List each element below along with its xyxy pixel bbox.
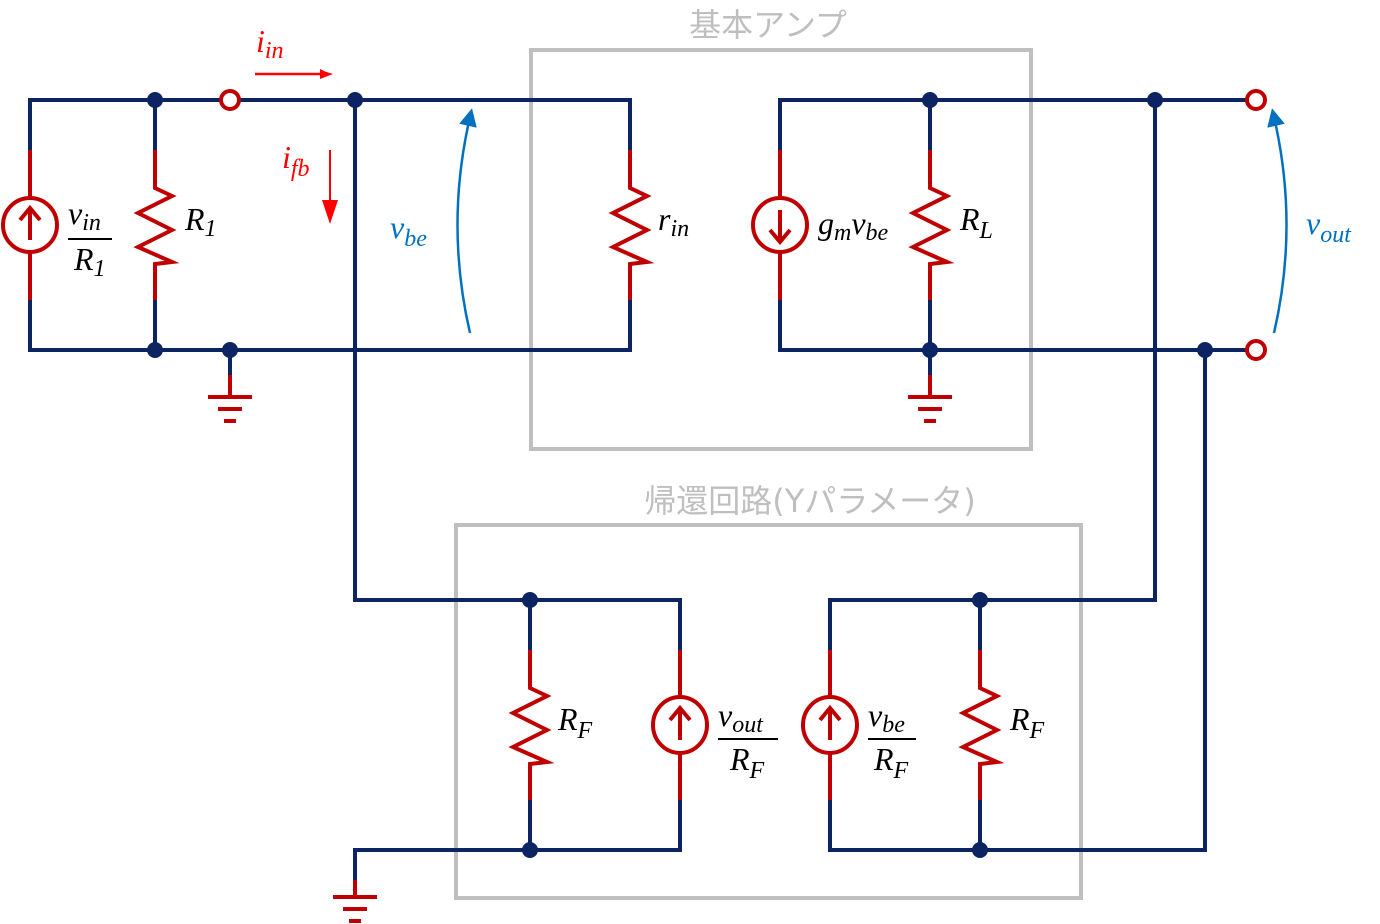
label-v-out: vout: [1306, 205, 1352, 248]
v-be-arrow-icon: [456, 108, 477, 334]
output-terminal-top: [1245, 89, 1267, 111]
label-RF-left: RF: [557, 701, 593, 744]
svg-text:vin: vin: [68, 195, 101, 236]
label-RL: RL: [959, 201, 993, 244]
resistor-RF-left: [508, 650, 555, 800]
label-vin-over-R1: vin R1: [68, 195, 112, 282]
feedback-label: 帰還回路(Yパラメータ): [644, 482, 976, 520]
svg-text:RF: RF: [873, 741, 909, 784]
resistor-rin: [608, 150, 655, 300]
resistor-RF-right: [958, 650, 1005, 800]
current-source-gm-icon: [751, 150, 809, 300]
resistor-R1: [133, 150, 180, 300]
label-gm-vbe: gmvbe: [818, 205, 889, 246]
svg-text:R1: R1: [73, 241, 106, 282]
ground-icon: [208, 375, 252, 423]
junction-dots: [147, 92, 1213, 858]
svg-text:vbe: vbe: [868, 697, 905, 738]
basic-amp-box: [529, 48, 1033, 451]
ground-icon: [333, 880, 377, 923]
ground-icon: [908, 375, 952, 423]
label-i-in: iin: [256, 23, 284, 64]
input-terminal: [219, 89, 241, 111]
svg-text:vout: vout: [718, 697, 764, 738]
resistor-RL: [908, 150, 955, 300]
current-source-vbe-icon: [801, 650, 859, 800]
wires: [28, 98, 1247, 897]
output-terminal-bottom: [1245, 339, 1267, 361]
label-i-fb: ifb: [282, 139, 310, 182]
v-out-arrow-icon: [1267, 108, 1288, 334]
label-RF-right: RF: [1009, 701, 1045, 744]
label-v-be: vbe: [390, 209, 427, 252]
label-R1: R1: [184, 201, 217, 242]
feedback-box: [454, 523, 1083, 900]
svg-text:RF: RF: [729, 741, 765, 784]
basic-amp-label: 基本アンプ: [689, 6, 847, 44]
label-vbe-over-RF: vbe RF: [868, 697, 916, 784]
label-vout-over-RF: vout RF: [718, 697, 778, 784]
current-source-vin-icon: [1, 150, 59, 300]
current-source-vout-icon: [651, 650, 709, 800]
label-rin: rin: [658, 201, 689, 242]
